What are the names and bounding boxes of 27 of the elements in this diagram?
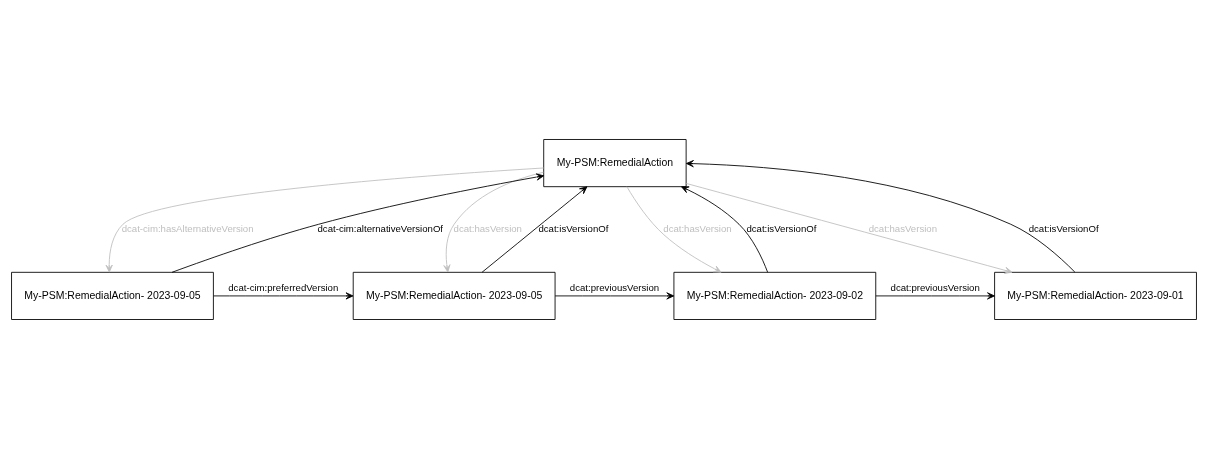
arrow (443, 171, 544, 273)
edge-label: dcat:hasVersion (868, 222, 938, 234)
node-box: My-PSM:RemedialAction- 2023-09-02 (673, 271, 877, 320)
edge-label: dcat:isVersionOf (746, 222, 817, 234)
edge-label: dcat:isVersionOf (538, 222, 609, 234)
arrow (213, 292, 354, 300)
node-box: My-PSM:RemedialAction- 2023-09-01 (994, 271, 1197, 320)
arrow (875, 292, 995, 300)
node-box: My-PSM:RemedialAction (543, 139, 687, 188)
edge-label: dcat:hasVersion (663, 222, 732, 234)
arrow (685, 183, 1013, 274)
edge-label: dcat:hasVersion (453, 222, 522, 234)
arrow (626, 186, 722, 273)
edge-label: dcat-cim:preferredVersion (228, 281, 339, 293)
arrow (105, 167, 545, 273)
node-box: My-PSM:RemedialAction- 2023-09-05 (11, 271, 214, 320)
edge-label: dcat:isVersionOf (1028, 222, 1099, 234)
arrow (686, 160, 1076, 273)
edge-label: dcat:previousVersion (890, 281, 980, 293)
edge-label: dcat-cim:alternativeVersionOf (317, 222, 444, 234)
arrow (681, 186, 769, 273)
edge-label: dcat:previousVersion (569, 281, 660, 293)
node-box: My-PSM:RemedialAction- 2023-09-05 (352, 271, 556, 320)
arrow (171, 173, 545, 273)
arrow (554, 292, 675, 300)
edge-label: dcat-cim:hasAlternativeVersion (121, 222, 254, 234)
arrow (481, 186, 588, 273)
